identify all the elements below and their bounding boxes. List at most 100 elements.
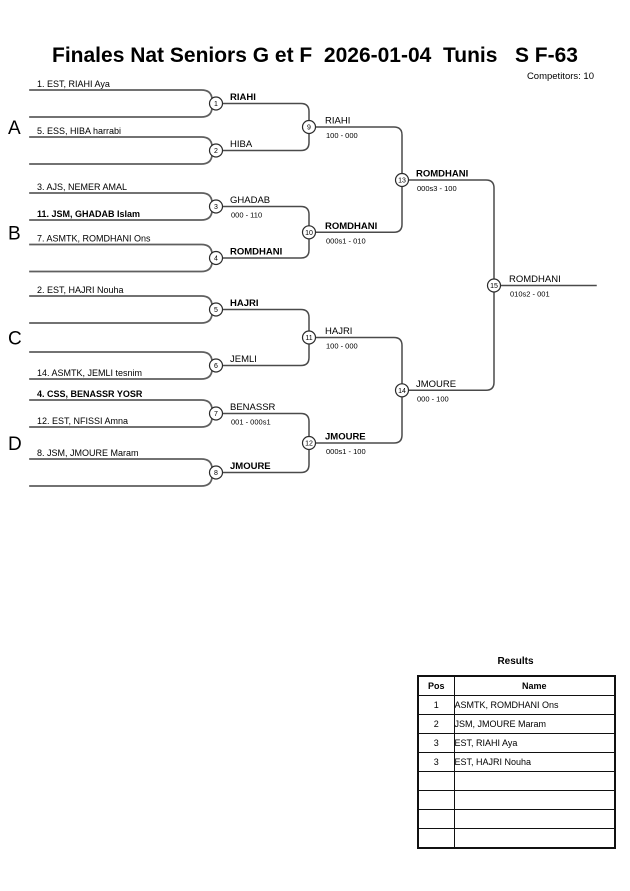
entry-label-riahi: 1. EST, RIAHI Aya bbox=[37, 79, 110, 89]
tournament-title: Finales Nat Seniors G et F 2026-01-04 Tu… bbox=[52, 44, 578, 67]
match-number-12: 12 bbox=[305, 441, 313, 448]
match-circle-6 bbox=[208, 358, 224, 373]
seed-line-m7-bottom bbox=[29, 417, 213, 428]
seed-line-m8-top bbox=[29, 458, 213, 469]
results-header-pos: Pos bbox=[417, 675, 455, 696]
match-number-11: 11 bbox=[305, 335, 312, 342]
result-pos-cell bbox=[417, 809, 455, 829]
seed-line-m3-bottom bbox=[29, 210, 213, 221]
winner-label-m12: JMOURE bbox=[325, 432, 366, 443]
match-score-m15: 010s2 - 001 bbox=[510, 290, 550, 299]
winner-label-m7: BENASSR bbox=[230, 402, 276, 413]
match-number-5: 5 bbox=[214, 307, 218, 314]
connector-m4-m10 bbox=[221, 238, 310, 259]
match-circle-15 bbox=[486, 278, 502, 293]
result-name-cell bbox=[453, 771, 616, 791]
match-score-m3: 000 - 110 bbox=[231, 211, 262, 220]
connector-m11-m14 bbox=[314, 336, 403, 385]
connector-m3-m10 bbox=[221, 205, 310, 227]
winner-label-m15: ROMDHANI bbox=[509, 274, 561, 285]
connector-m1-m9 bbox=[221, 102, 310, 122]
section-label-d: D bbox=[8, 434, 22, 455]
result-name-cell bbox=[453, 790, 616, 810]
table-row: 3 EST, RIAHI Aya bbox=[417, 733, 616, 753]
connector-m10-m13 bbox=[314, 185, 403, 234]
seed-line-m3-top bbox=[29, 192, 213, 203]
winner-label-m9: RIAHI bbox=[325, 116, 350, 127]
result-name-cell bbox=[453, 809, 616, 829]
match-circle-7 bbox=[208, 406, 224, 421]
entry-label-hiba: 5. ESS, HIBA harrabi bbox=[37, 126, 121, 136]
seed-line-m5-bottom bbox=[29, 313, 213, 324]
seed-line-m8-bottom bbox=[29, 476, 213, 487]
results-title: Results bbox=[497, 656, 534, 667]
winner-label-m1: RIAHI bbox=[230, 92, 256, 103]
seed-line-m2-bottom bbox=[29, 154, 213, 165]
entry-label-ghadab: 11. JSM, GHADAB Islam bbox=[37, 209, 140, 219]
match-number-4: 4 bbox=[214, 256, 218, 263]
result-name-cell: EST, RIAHI Aya bbox=[453, 733, 616, 753]
winner-label-m6: JEMLI bbox=[230, 354, 257, 365]
match-number-13: 13 bbox=[398, 178, 406, 185]
entry-label-jemli: 14. ASMTK, JEMLI tesnim bbox=[37, 368, 142, 378]
match-number-1: 1 bbox=[214, 101, 218, 108]
result-pos-cell bbox=[417, 790, 455, 810]
seed-line-m7-top bbox=[29, 399, 213, 410]
connector-m5-m11 bbox=[221, 308, 310, 332]
table-row: 1 ASMTK, ROMDHANI Ons bbox=[417, 695, 616, 715]
result-name-cell: JSM, JMOURE Maram bbox=[453, 714, 616, 734]
result-pos-cell: 2 bbox=[417, 714, 455, 734]
result-pos-cell bbox=[417, 828, 455, 849]
match-number-2: 2 bbox=[214, 148, 218, 155]
table-row: 3 EST, HAJRI Nouha bbox=[417, 752, 616, 772]
connector-m9-m13 bbox=[314, 126, 403, 175]
section-label-c: C bbox=[8, 329, 22, 350]
match-circle-8 bbox=[208, 465, 224, 480]
match-score-m10: 000s1 - 010 bbox=[326, 236, 366, 245]
match-score-m12: 000s1 - 100 bbox=[326, 447, 366, 456]
results-header-row: Pos Name bbox=[417, 675, 616, 696]
seed-line-m5-top bbox=[29, 295, 213, 306]
winner-label-m11: HAJRI bbox=[325, 326, 352, 337]
connector-m2-m9 bbox=[221, 132, 310, 152]
match-number-9: 9 bbox=[307, 125, 311, 132]
bracket-diagram: A B C D 1. EST, RIAHI Aya 5. ESS, HIBA h… bbox=[8, 79, 597, 487]
connector-m13-m15 bbox=[407, 179, 495, 280]
match-number-15: 15 bbox=[490, 283, 498, 290]
results-header-name: Name bbox=[453, 675, 616, 696]
competitors-count: Competitors: 10 bbox=[526, 71, 594, 82]
result-name-cell: EST, HAJRI Nouha bbox=[453, 752, 616, 772]
match-circle-9 bbox=[301, 119, 317, 135]
connector-m14-m15 bbox=[407, 291, 495, 392]
seed-line-m6-top bbox=[29, 351, 213, 362]
winner-label-m5: HAJRI bbox=[230, 298, 259, 309]
winner-label-m3: GHADAB bbox=[230, 195, 270, 206]
winner-label-m13: ROMDHANI bbox=[416, 169, 468, 180]
table-row bbox=[417, 809, 616, 829]
match-number-10: 10 bbox=[305, 230, 313, 237]
match-score-m13: 000s3 - 100 bbox=[417, 184, 457, 193]
match-circle-14 bbox=[394, 383, 410, 398]
match-number-8: 8 bbox=[214, 470, 218, 477]
results-table: Pos Name 1 ASMTK, ROMDHANI Ons 2 JSM, JM… bbox=[417, 675, 616, 849]
result-pos-cell: 3 bbox=[417, 733, 455, 753]
match-score-m11: 100 - 000 bbox=[326, 342, 358, 351]
match-number-3: 3 bbox=[214, 204, 218, 211]
winner-label-m2: HIBA bbox=[230, 139, 253, 150]
entry-label-jmoure: 8. JSM, JMOURE Maram bbox=[37, 448, 139, 458]
winner-label-m10: ROMDHANI bbox=[325, 221, 377, 232]
seed-line-m4-bottom bbox=[29, 262, 213, 273]
match-circle-1 bbox=[208, 96, 224, 111]
match-number-6: 6 bbox=[214, 363, 218, 370]
seed-line-m2-top bbox=[29, 136, 213, 147]
result-pos-cell: 3 bbox=[417, 752, 455, 772]
match-circle-13 bbox=[394, 172, 410, 188]
seed-line-m6-bottom bbox=[29, 369, 213, 380]
match-circle-10 bbox=[301, 225, 317, 240]
section-label-b: B bbox=[8, 223, 21, 244]
result-pos-cell bbox=[417, 771, 455, 791]
connector-m7-m12 bbox=[221, 412, 310, 438]
match-circle-4 bbox=[208, 250, 224, 266]
section-label-a: A bbox=[8, 118, 21, 139]
